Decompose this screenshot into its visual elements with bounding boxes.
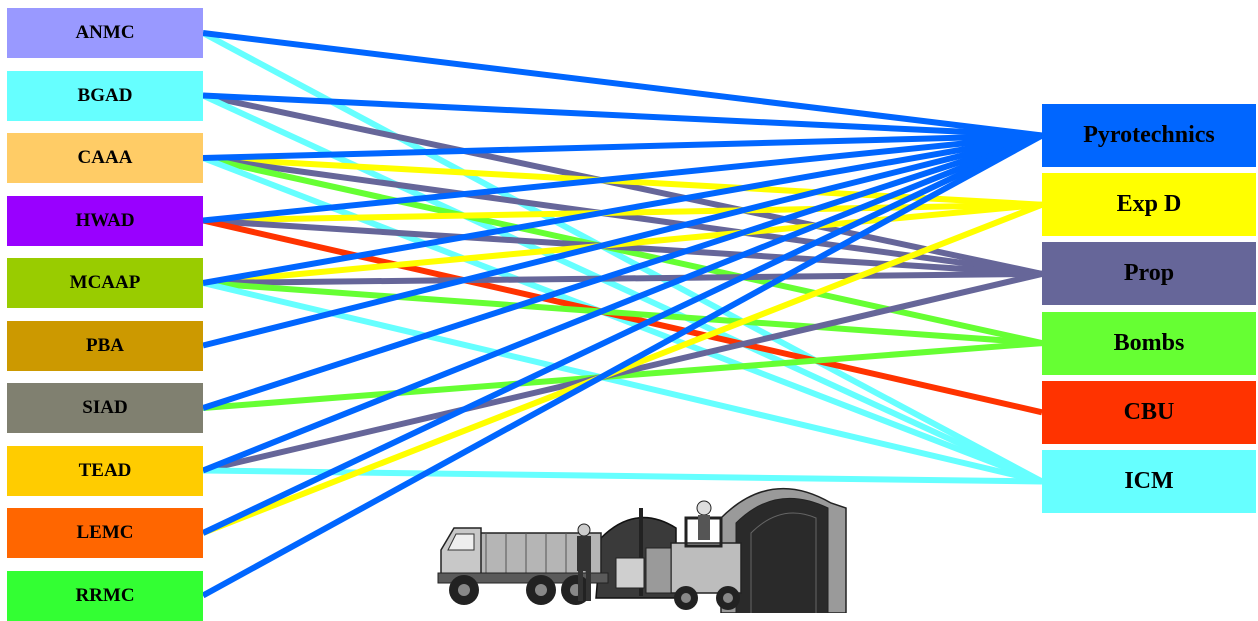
link-caaa-to-prop bbox=[202, 155, 1043, 277]
source-node-tead: TEAD bbox=[7, 445, 203, 496]
link-mcaap-to-icm bbox=[202, 280, 1043, 485]
link-mcaap-to-prop bbox=[202, 270, 1043, 286]
link-rrmc-to-pyrotechnics bbox=[201, 132, 1044, 599]
link-siad-to-bombs bbox=[202, 340, 1043, 411]
link-tead-to-prop bbox=[202, 270, 1043, 474]
target-node-icm: ICM bbox=[1042, 450, 1256, 513]
target-node-cbu: CBU bbox=[1042, 380, 1256, 444]
source-node-pba: PBA bbox=[7, 320, 203, 371]
target-node-exp-d: Exp D bbox=[1042, 173, 1256, 237]
link-hwad-to-pyrotechnics bbox=[202, 132, 1043, 224]
source-node-lemc: LEMC bbox=[7, 508, 203, 558]
link-tead-to-icm bbox=[202, 467, 1043, 485]
link-mcaap-to-pyrotechnics bbox=[202, 132, 1043, 286]
link-siad-to-pyrotechnics bbox=[202, 132, 1043, 411]
source-node-mcaap: MCAAP bbox=[7, 258, 203, 308]
link-lemc-to-pyrotechnics bbox=[201, 132, 1044, 536]
link-hwad-to-cbu bbox=[202, 217, 1043, 416]
target-node-bombs: Bombs bbox=[1042, 311, 1256, 375]
forklift-truck-bunker-icon bbox=[437, 487, 847, 613]
link-caaa-to-icm bbox=[201, 155, 1044, 485]
target-node-pyrotechnics: Pyrotechnics bbox=[1042, 104, 1256, 167]
link-bgad-to-pyrotechnics bbox=[202, 92, 1043, 139]
link-hwad-to-expd bbox=[202, 201, 1043, 224]
link-caaa-to-expd bbox=[202, 155, 1043, 208]
link-hwad-to-prop bbox=[202, 217, 1043, 277]
target-node-prop: Prop bbox=[1042, 242, 1256, 306]
link-mcaap-to-expd bbox=[202, 201, 1043, 286]
source-node-siad: SIAD bbox=[7, 383, 203, 433]
link-mcaap-to-bombs bbox=[202, 280, 1043, 347]
source-node-rrmc: RRMC bbox=[7, 570, 203, 621]
source-node-bgad: BGAD bbox=[7, 70, 203, 121]
link-bgad-to-icm bbox=[201, 92, 1044, 485]
link-tead-to-pyrotechnics bbox=[201, 132, 1044, 474]
source-node-anmc: ANMC bbox=[7, 8, 203, 58]
link-pba-to-pyrotechnics bbox=[202, 132, 1043, 349]
link-anmc-to-icm bbox=[201, 30, 1044, 485]
link-anmc-to-pyrotechnics bbox=[202, 30, 1043, 139]
link-caaa-to-bombs bbox=[202, 155, 1043, 347]
source-node-hwad: HWAD bbox=[7, 195, 203, 246]
link-bgad-to-prop bbox=[202, 92, 1043, 277]
source-node-caaa: CAAA bbox=[7, 133, 203, 183]
link-caaa-to-pyrotechnics bbox=[202, 132, 1043, 161]
